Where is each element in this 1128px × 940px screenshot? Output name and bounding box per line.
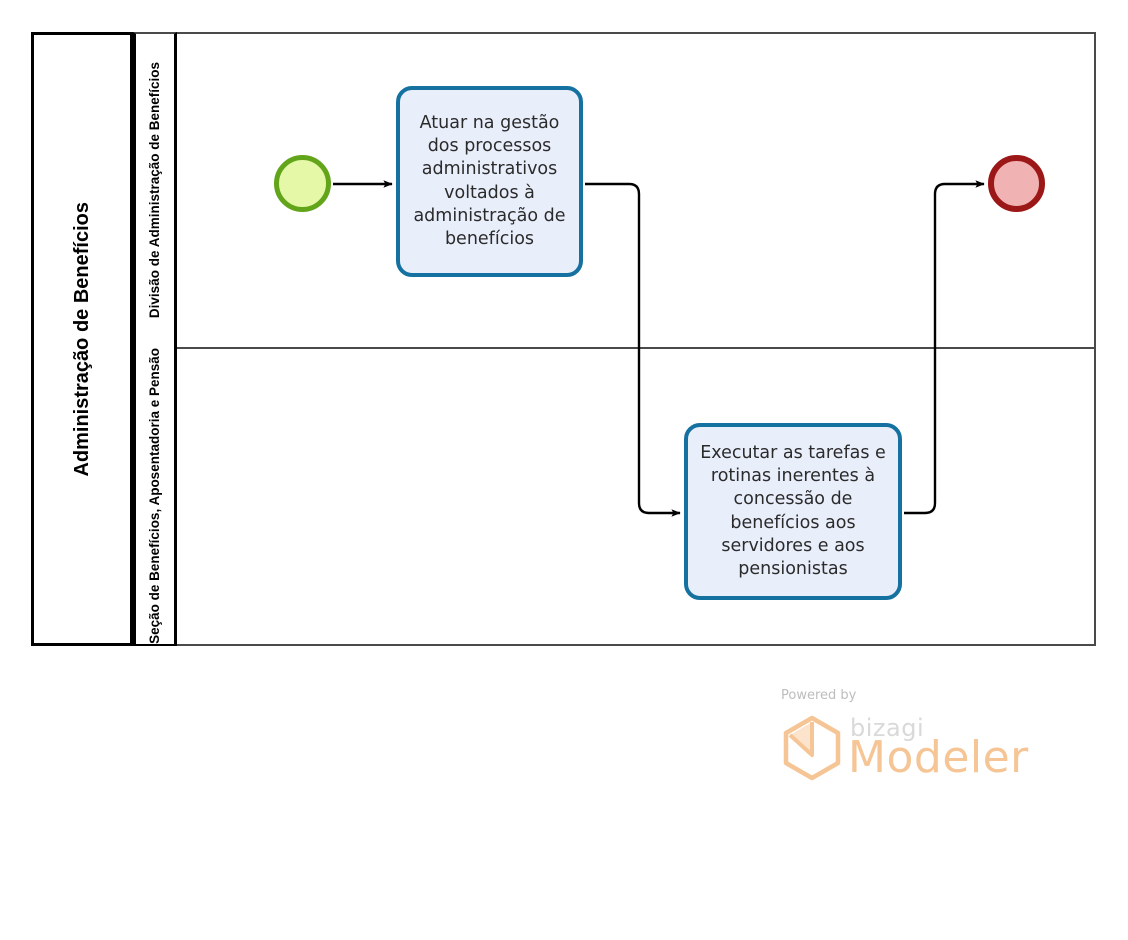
lane-label-2: Seção de Benefícios, Aposentadoria e Pen… bbox=[146, 347, 162, 644]
bizagi-hexagon-icon bbox=[783, 715, 841, 781]
lane-header-2[interactable]: Seção de Benefícios, Aposentadoria e Pen… bbox=[133, 347, 177, 646]
lane-secao-de-beneficios-aposentadoria-e-pensao[interactable] bbox=[133, 347, 1096, 646]
start-event[interactable] bbox=[274, 155, 331, 212]
pool-header[interactable]: Administração de Benefícios bbox=[31, 32, 133, 646]
lane-label-1: Divisão de Administração de Benefícios bbox=[146, 62, 162, 319]
task-1-label: Atuar na gestão dos processos administra… bbox=[413, 113, 566, 249]
task-2-label: Executar as tarefas e rotinas inerentes … bbox=[700, 443, 886, 579]
end-event[interactable] bbox=[988, 155, 1045, 212]
lane-header-1[interactable]: Divisão de Administração de Benefícios bbox=[133, 32, 177, 347]
task-executar-as-tarefas[interactable]: Executar as tarefas e rotinas inerentes … bbox=[684, 423, 902, 600]
task-atuar-na-gestao[interactable]: Atuar na gestão dos processos administra… bbox=[396, 86, 583, 277]
powered-by-label: Powered by bbox=[781, 688, 857, 703]
lane-divider bbox=[133, 347, 1096, 349]
bizagi-watermark: Powered by bizagi Modeler bbox=[778, 688, 1028, 788]
pool-title: Administração de Benefícios bbox=[70, 201, 93, 477]
bizagi-wordmark: bizagi bbox=[850, 714, 925, 742]
modeler-wordmark: Modeler bbox=[848, 732, 1029, 783]
